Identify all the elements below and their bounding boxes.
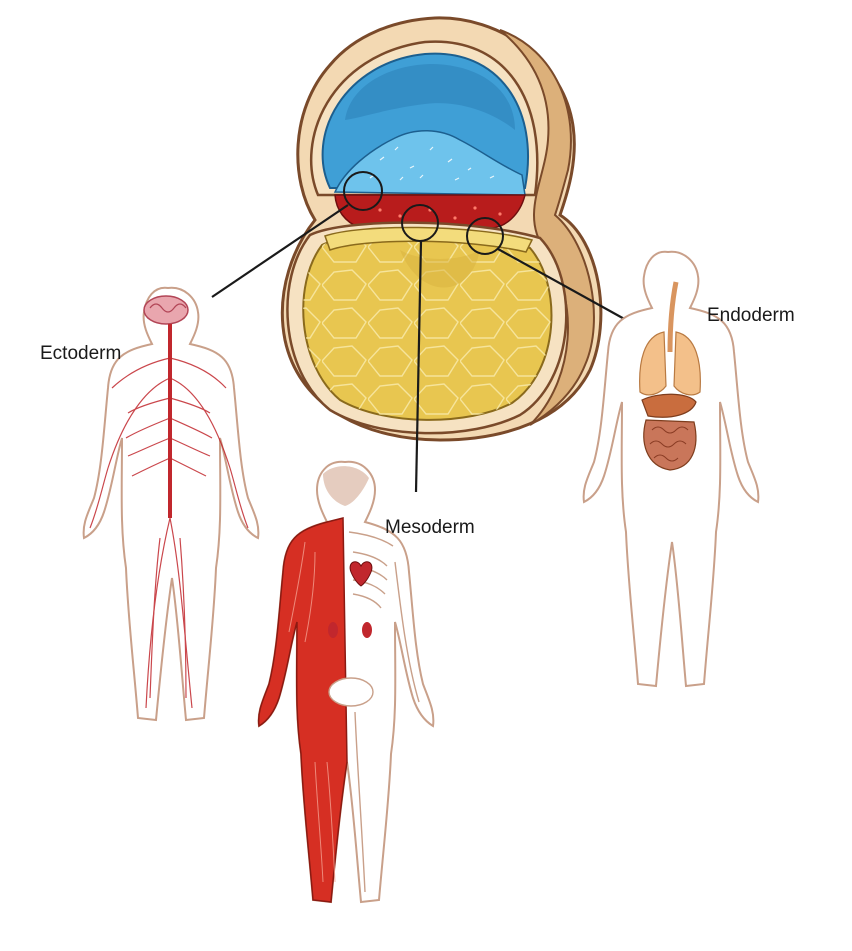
embryo-illustration <box>280 16 603 442</box>
nervous-system-figure <box>82 286 260 722</box>
digestive-respiratory-figure <box>582 250 760 688</box>
peripheral-nerves <box>89 357 249 709</box>
intestines-icon <box>643 419 697 471</box>
kidney-icon <box>328 622 338 638</box>
ectoderm-highlight <box>343 171 383 211</box>
endoderm-highlight <box>466 217 504 255</box>
muscle-group <box>257 517 348 903</box>
musculoskeletal-figure <box>257 460 435 904</box>
ectoderm-leader-line <box>211 204 349 298</box>
brain-icon <box>143 295 189 325</box>
endoderm-label: Endoderm <box>707 305 795 326</box>
extraembryonic-cavity <box>499 29 595 426</box>
lung-icon <box>673 331 701 396</box>
endoderm-leader-line <box>497 248 629 322</box>
heart-icon <box>349 561 373 587</box>
lung-icon <box>639 331 667 396</box>
ectoderm-label: Ectoderm <box>40 343 122 364</box>
mesoderm-label: Mesoderm <box>385 517 475 538</box>
mesoderm-leader-line <box>414 240 423 493</box>
skeleton <box>328 531 420 893</box>
liver-icon <box>641 393 697 418</box>
trachea <box>667 281 679 353</box>
kidney-icon <box>362 622 372 638</box>
ectoderm-layer <box>333 130 526 196</box>
